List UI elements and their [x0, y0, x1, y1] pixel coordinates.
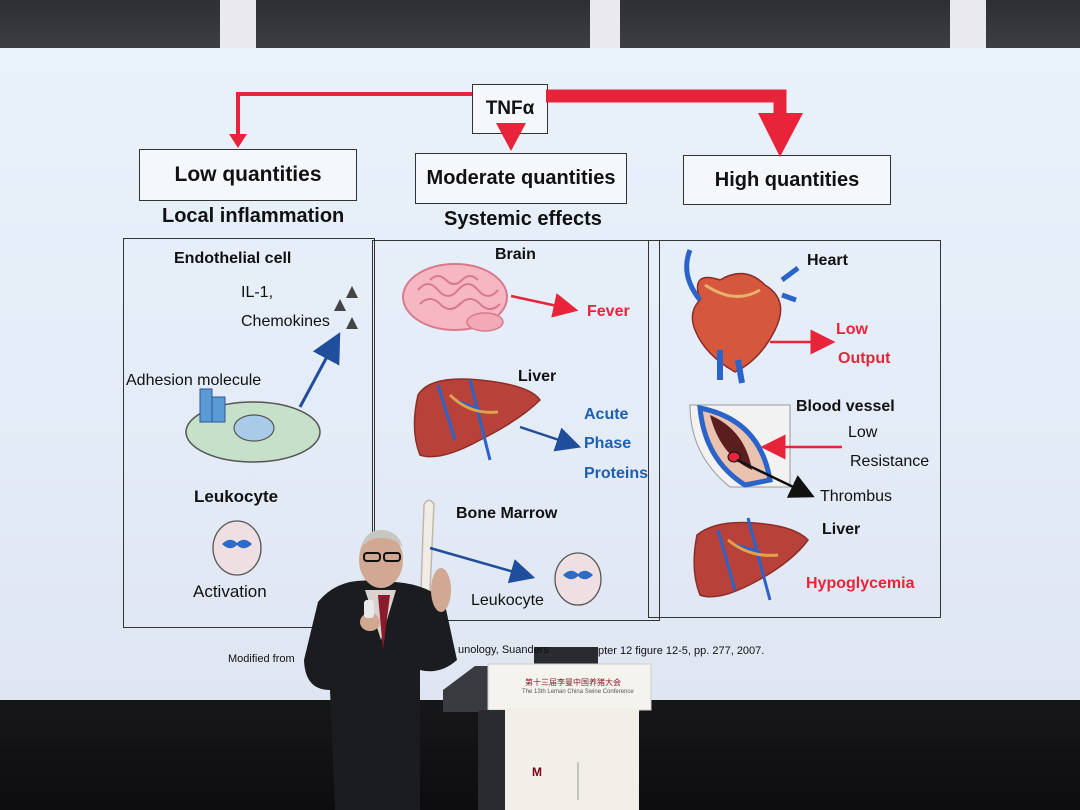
adhesion-molecule-label: Adhesion molecule: [126, 372, 262, 389]
ceiling-light: [220, 0, 256, 55]
il1-label: IL-1,: [241, 284, 274, 301]
blood-vessel-label: Blood vessel: [796, 398, 895, 415]
heart-icon: [684, 249, 800, 384]
low-resistance-label-resistance: Resistance: [850, 453, 930, 470]
low-quantities-box: Low quantities: [139, 149, 357, 201]
podium: [443, 647, 652, 810]
activation-label: Activation: [193, 582, 267, 601]
fever-label: Fever: [587, 303, 630, 320]
citation-right: pter 12 figure 12-5, pp. 277, 2007.: [598, 645, 765, 657]
acute-label: Acute: [584, 406, 629, 423]
blood-vessel-icon: [689, 404, 791, 488]
leukocyte-icon-bone-marrow: [554, 552, 602, 606]
low-output-label-low: Low: [836, 321, 868, 338]
systemic-effects-subtitle: Systemic effects: [444, 208, 602, 230]
heart-label: Heart: [807, 252, 848, 269]
low-resistance-label-low: Low: [848, 424, 878, 441]
tnf-arrows: [229, 89, 803, 157]
brain-label: Brain: [495, 246, 536, 263]
ceiling-light: [950, 0, 986, 55]
citation-middle: unology, Suanders: [458, 644, 549, 656]
brain-icon: [402, 263, 508, 332]
local-inflammation-subtitle: Local inflammation: [162, 205, 345, 227]
leukocyte-label: Leukocyte: [194, 487, 279, 506]
middle-panel: [372, 240, 660, 621]
citation-left: Modified from: [228, 653, 295, 665]
podium-title: 第十三届李曼中国养猪大会: [525, 678, 621, 687]
right-panel: [648, 240, 941, 618]
chemokine-triangles-icon: [334, 286, 358, 329]
ceiling-light: [590, 0, 620, 55]
phase-label: Phase: [584, 435, 632, 452]
endothelial-cell-label: Endothelial cell: [174, 250, 292, 267]
podium-logo: M: [532, 765, 542, 779]
left-panel: [123, 238, 375, 628]
high-quantities-box: High quantities: [683, 155, 891, 205]
leukocyte-icon: [212, 520, 262, 576]
liver-label-middle: Liver: [518, 368, 557, 385]
bone-marrow-label: Bone Marrow: [456, 505, 558, 522]
liver-icon-right: [693, 517, 809, 601]
proteins-label: Proteins: [584, 465, 649, 482]
podium-subtitle: The 13th Leman China Swine Conference: [522, 689, 634, 695]
chemokines-label: Chemokines: [241, 313, 330, 330]
presenter: [304, 530, 457, 810]
low-output-label-output: Output: [838, 350, 891, 367]
thrombus-label: Thrombus: [820, 488, 893, 505]
endothelial-cell-icon: [185, 388, 321, 463]
hypoglycemia-label: Hypoglycemia: [806, 575, 915, 592]
leukocyte-label-middle: Leukocyte: [471, 592, 544, 609]
liver-icon-middle: [413, 378, 541, 461]
moderate-quantities-box: Moderate quantities: [415, 153, 627, 204]
liver-label-right: Liver: [822, 521, 861, 538]
